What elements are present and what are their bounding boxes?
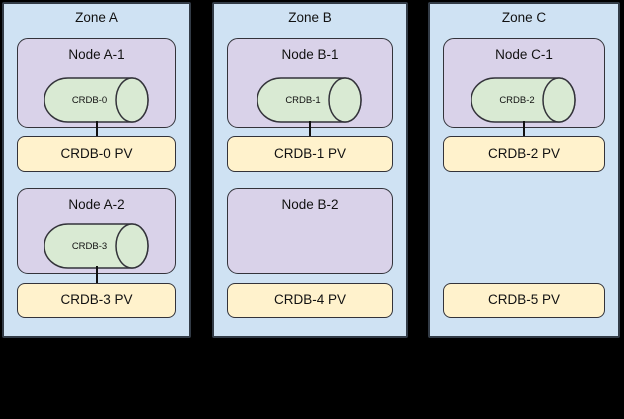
pod-crdb-3-cylinder: CRDB-3 <box>43 223 150 269</box>
cylinder-shape-icon <box>471 77 576 123</box>
zone-c-box: Zone C Node C-1 CRDB-2 CRDB-2 PV CRDB-5 … <box>428 2 620 338</box>
pod-crdb-3-label: CRDB-3 <box>71 240 108 252</box>
zone-b-box: Zone B Node B-1 CRDB-1 CRDB-1 PV Node B-… <box>212 2 408 338</box>
node-c1-box: Node C-1 CRDB-2 <box>443 38 605 128</box>
node-b2-title: Node B-2 <box>281 197 339 212</box>
cylinder-shape-icon <box>43 223 149 269</box>
node-a1-box: Node A-1 CRDB-0 <box>17 38 176 128</box>
cylinder-shape-icon <box>43 77 149 123</box>
node-a2-title: Node A-2 <box>68 197 125 212</box>
cylinder-shape-icon <box>257 77 362 123</box>
pv-crdb-4: CRDB-4 PV <box>227 283 393 318</box>
connector-crdb3-to-pv <box>95 266 98 284</box>
connector-crdb2-to-pv <box>523 121 525 137</box>
pod-crdb-1-label: CRDB-1 <box>285 94 321 106</box>
node-b1-box: Node B-1 CRDB-1 <box>227 38 393 128</box>
zone-c-title: Zone C <box>501 10 547 25</box>
pv-crdb-2: CRDB-2 PV <box>443 136 605 172</box>
zone-a-title: Zone A <box>75 10 118 25</box>
pv-crdb-5: CRDB-5 PV <box>443 283 605 318</box>
pv-crdb-0: CRDB-0 PV <box>17 136 176 172</box>
node-c1-title: Node C-1 <box>495 47 553 62</box>
node-a1-title: Node A-1 <box>68 47 125 62</box>
node-b2-box: Node B-2 <box>227 188 393 274</box>
pod-crdb-2-label: CRDB-2 <box>499 94 535 106</box>
node-b1-title: Node B-1 <box>281 47 339 62</box>
pod-crdb-0-label: CRDB-0 <box>71 94 108 106</box>
zone-a-box: Zone A Node A-1 CRDB-0 CRDB-0 PV Node A-… <box>2 2 191 338</box>
pv-crdb-3: CRDB-3 PV <box>17 283 176 318</box>
connector-crdb0-to-pv <box>95 121 98 137</box>
pod-crdb-1-cylinder: CRDB-1 <box>257 77 363 123</box>
zone-b-title: Zone B <box>288 10 332 25</box>
node-a2-box: Node A-2 CRDB-3 <box>17 188 176 274</box>
pv-crdb-1: CRDB-1 PV <box>227 136 393 172</box>
pod-crdb-2-cylinder: CRDB-2 <box>471 77 577 123</box>
pod-crdb-0-cylinder: CRDB-0 <box>43 77 150 123</box>
connector-crdb1-to-pv <box>309 121 311 137</box>
